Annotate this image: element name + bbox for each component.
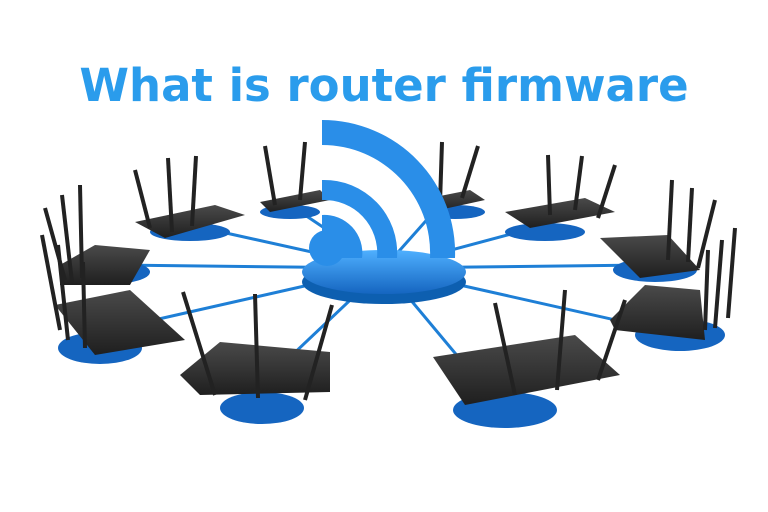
wifi-hub [302,119,466,304]
router-bottom-left [180,291,334,424]
router-bottom-right [433,289,627,428]
page-title: What is router firmware [79,59,689,113]
router-right-upper [600,179,717,282]
router-left-lower [40,234,185,364]
router-top-right [505,154,617,241]
wifi-icon [309,119,456,266]
router-top-left [133,155,245,241]
router-top-center-left [260,141,330,219]
router-right-lower [610,227,737,351]
